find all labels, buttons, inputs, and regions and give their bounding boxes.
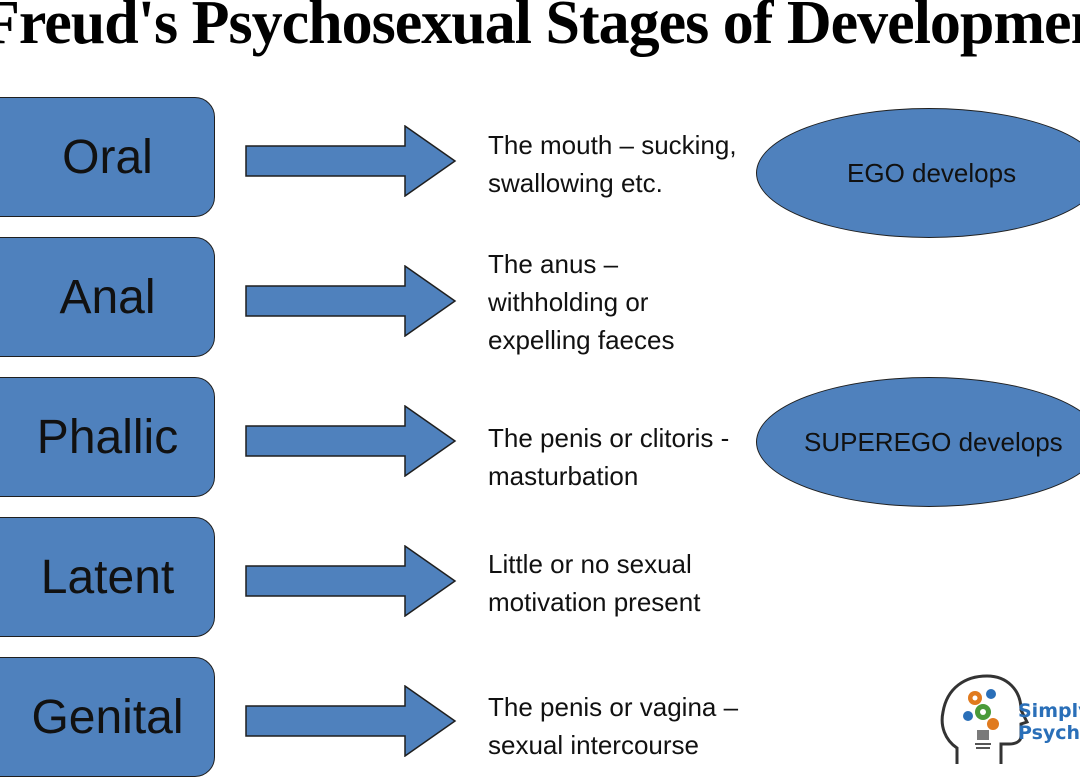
superego-develops-ellipse: SUPEREGO develops — [756, 377, 1080, 507]
arrow-right-icon — [245, 545, 457, 617]
logo-text-line1: Simply — [1018, 700, 1080, 722]
arrow-right-icon — [245, 125, 457, 197]
stage-box-phallic: Phallic — [0, 377, 215, 497]
stage-box-latent: Latent — [0, 517, 215, 637]
superego-develops-label: SUPEREGO develops — [804, 426, 1063, 457]
stage-description-genital: The penis or vagina – sexual intercourse — [488, 692, 739, 760]
arrow-right-icon — [245, 265, 457, 337]
head-gears-logo-icon — [940, 674, 1030, 764]
stage-description-oral: The mouth – sucking, swallowing etc. — [488, 130, 737, 198]
stage-description-anal: The anus – withholding or expelling faec… — [488, 249, 675, 355]
stage-description-latent: Little or no sexual motivation present — [488, 549, 701, 617]
logo-text-line2: Psycho — [1018, 722, 1080, 744]
ego-develops-ellipse: EGO develops — [756, 108, 1080, 238]
arrow-right-icon — [245, 405, 457, 477]
page-title: Freud's Psychosexual Stages of Developme… — [0, 0, 1080, 57]
stage-box-oral: Oral — [0, 97, 215, 217]
stage-description-phallic: The penis or clitoris - masturbation — [488, 423, 730, 491]
ego-develops-label: EGO develops — [847, 157, 1017, 188]
arrow-right-icon — [245, 685, 457, 757]
stage-box-genital: Genital — [0, 657, 215, 777]
stage-box-anal: Anal — [0, 237, 215, 357]
